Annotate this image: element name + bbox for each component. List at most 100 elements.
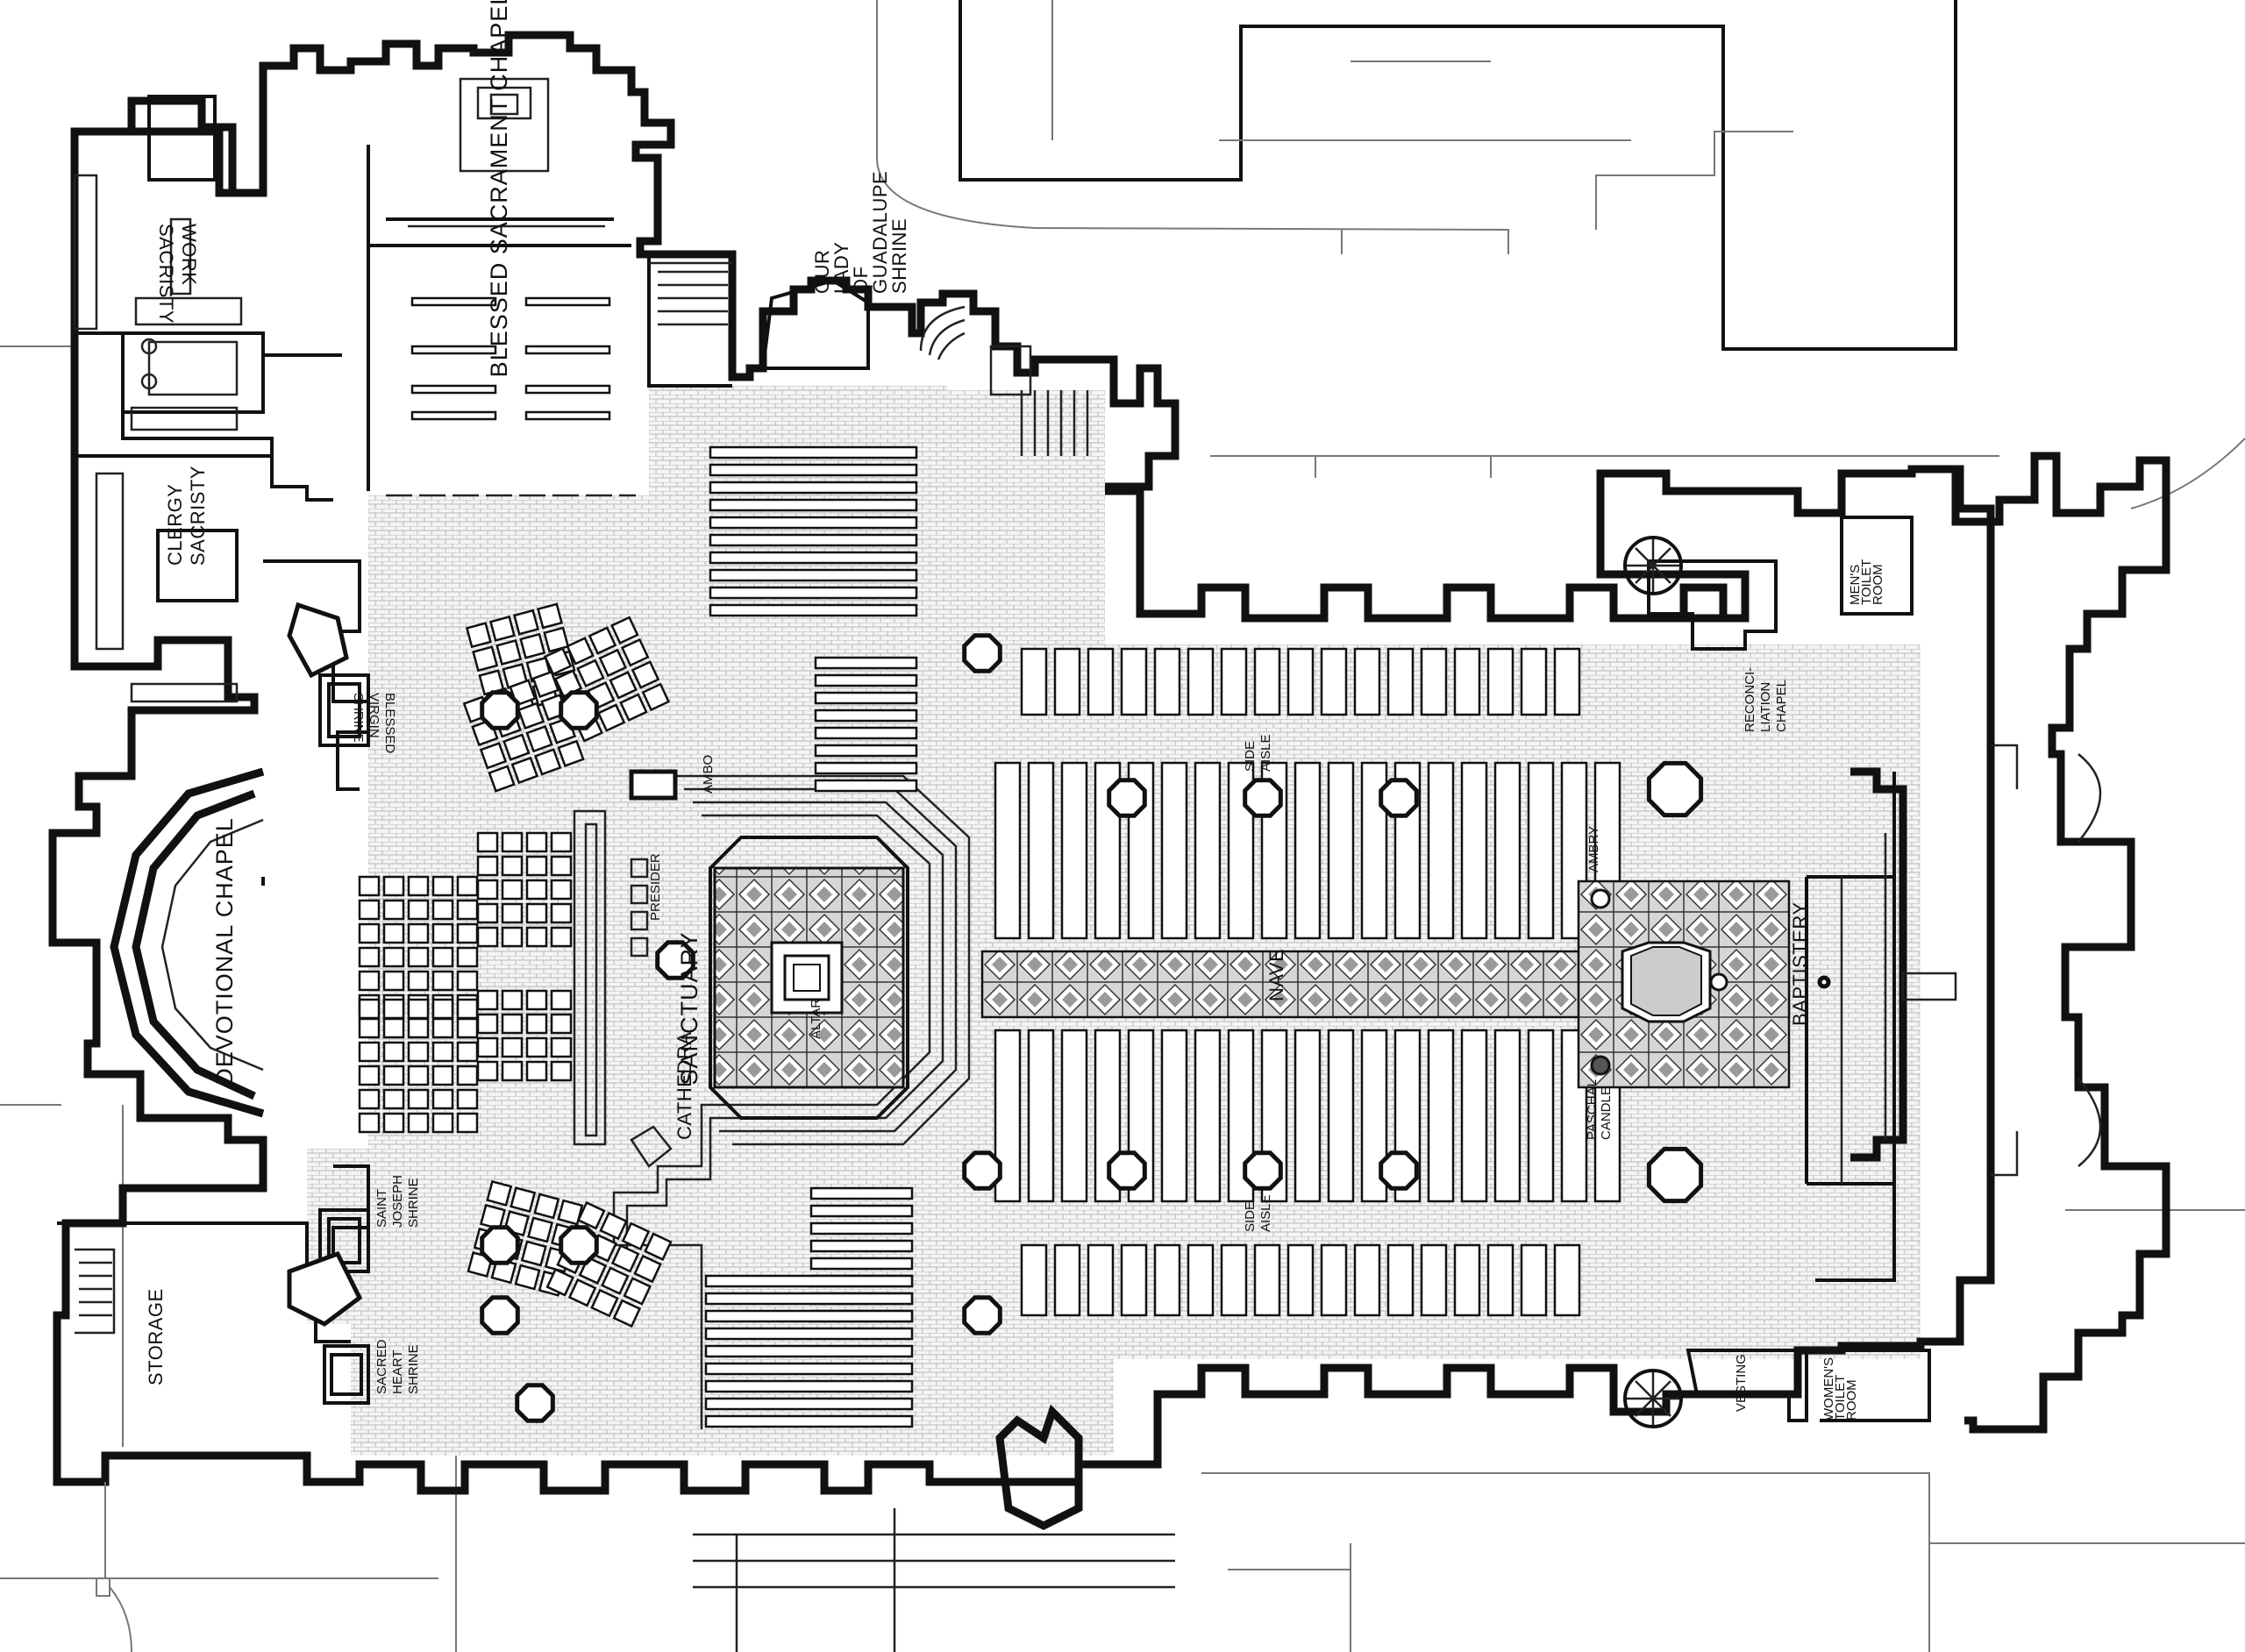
crossing-chair [543,626,570,653]
nave-pew [1493,761,1522,940]
transept-pew [704,1362,914,1376]
chapel-chair [456,1088,479,1110]
crossing-chair [533,748,562,776]
nave-pew [1386,1243,1415,1317]
crossing-chair [590,1288,619,1318]
chapel-chair [456,998,479,1020]
chapel-pew [410,384,497,395]
crossing-chair [512,609,539,636]
crossing-chair [596,703,626,732]
pier [480,1295,520,1335]
nave-pew [1286,647,1315,716]
chapel-chair [407,1017,430,1039]
chapel-chair [407,875,430,897]
chapel-chair [550,1060,573,1082]
chapel-chair [456,970,479,992]
chapel-chair [358,970,381,992]
chapel-chair [501,1060,524,1082]
nave-pew [1386,647,1415,716]
label-sacred-heart-shrine: SACREDHEARTSHRINE [374,1339,421,1394]
nave-pew [1053,1243,1081,1317]
crossing-chair [488,765,516,793]
chapel-chair [431,875,454,897]
label-saint-joseph-shrine: SAINTJOSEPHSHRINE [374,1175,421,1228]
transept-pew [814,779,918,793]
chapel-chair [431,1065,454,1086]
nave-pew [1360,1029,1388,1203]
nave-pew [1427,1029,1455,1203]
crossing-chair [488,615,516,642]
chapel-chair [525,879,548,901]
chapel-chair [501,1036,524,1058]
pier [1243,778,1283,818]
nave-pew [1027,761,1055,940]
crossing-chair [601,1266,630,1295]
crossing-chair [610,1243,640,1273]
transept-pews [704,445,918,1428]
nave-pew [1460,1029,1488,1203]
chapel-chair [382,1065,405,1086]
chapel-chairs [358,831,573,1134]
transept-pew [709,551,918,565]
center-aisle [980,879,1791,1089]
blessed-sacrament-furnishings [386,77,636,497]
transept-pew [809,1186,914,1200]
crossing-chair [537,602,564,630]
nave-pew [1120,1243,1148,1317]
nave-pew [1087,1243,1115,1317]
chapel-chair [431,946,454,968]
chapel-chair [476,902,499,924]
chapel-chair [358,1065,381,1086]
chapel-chair [525,989,548,1011]
crossing-chair [599,1211,628,1241]
crossing-chair [514,1264,541,1291]
chapel-chair [550,831,573,853]
transept-pew [709,498,918,512]
chapel-chair [382,1041,405,1063]
pier [1646,760,1704,818]
nave-pew [1353,647,1381,716]
transept-pew [709,481,918,495]
pier [1107,778,1147,818]
chapel-pew [410,296,497,307]
chapel-chair [358,1088,381,1110]
chapel-pew [524,384,611,395]
chapel-chair [525,1013,548,1035]
crossing-chair [576,1200,606,1230]
nave-pew [1486,647,1514,716]
transept-pew [704,1344,914,1358]
pier [480,690,520,730]
chapel-chair [358,899,381,921]
chapel-chair [501,989,524,1011]
transept-pew [809,1204,914,1218]
transept-pew [709,586,918,600]
crossing-chair [644,1232,673,1261]
chapel-chair [358,1017,381,1039]
chapel-chair [382,970,405,992]
chapel-chair [382,946,405,968]
chapel-chair [476,1036,499,1058]
label-devotional-chapel: DEVOTIONAL CHAPEL [211,817,238,1086]
nave-pews [994,647,1621,1317]
crossing-chair [598,648,628,678]
chapel-chair [407,970,430,992]
chapel-chair [456,946,479,968]
chapel-chair [407,998,430,1020]
crossing-chair [566,637,595,666]
crossing-chair [531,670,559,699]
chapel-chair [476,1013,499,1035]
chapel-chair [525,902,548,924]
nave-pew [1520,1243,1548,1317]
chapel-chair [501,879,524,901]
nave-pew [1327,761,1355,940]
label-blessed-virgin-shrine: BLESSEDVIRGINSHRINE [351,693,397,753]
nave-pew [1527,761,1555,940]
transept-pew [709,603,918,617]
crossing-chair [486,1179,513,1207]
pier [655,940,695,980]
nave-pew [1420,1243,1448,1317]
transept-pew [704,1397,914,1411]
chapel-chair [407,922,430,944]
nave-pew [1027,1029,1055,1203]
chapel-pew [524,410,611,421]
